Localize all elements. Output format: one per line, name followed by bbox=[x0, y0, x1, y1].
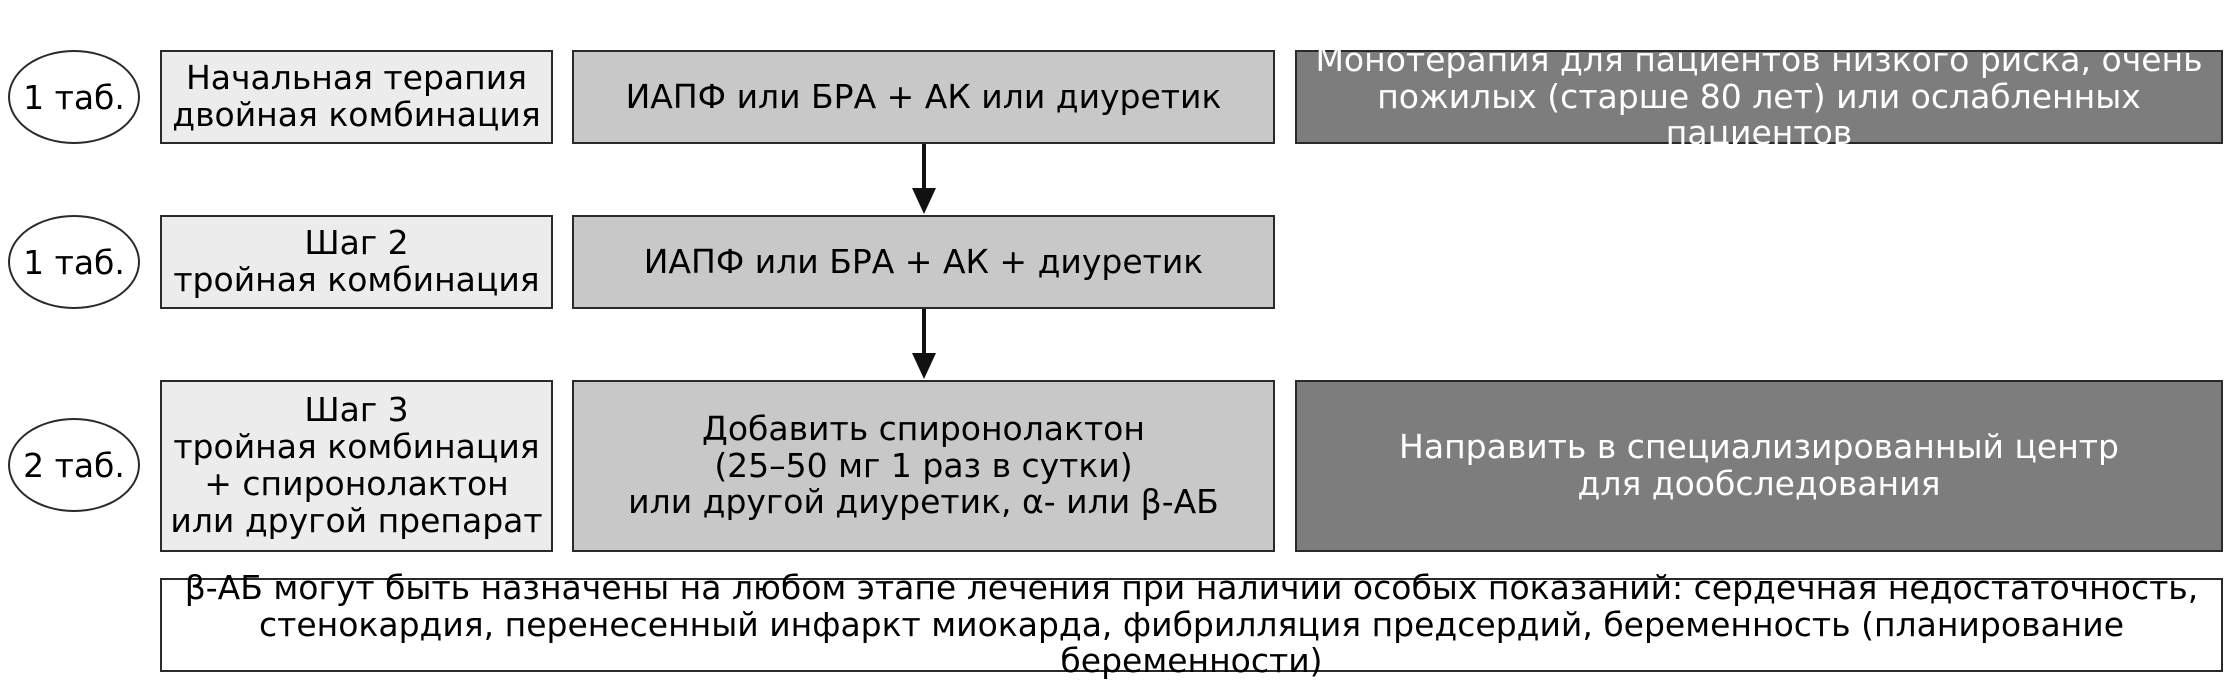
row1-tablets-label: 1 таб. bbox=[23, 77, 125, 117]
row2-stage-line: тройная комбинация bbox=[173, 260, 540, 299]
row3-note-line: для дообследования bbox=[1577, 464, 1941, 503]
row3-stage-line: Шаг 3 bbox=[304, 390, 409, 430]
row2-stage-box: Шаг 2 тройная комбинация bbox=[160, 215, 553, 309]
row3-note-box: Направить в специализированный центр для… bbox=[1295, 380, 2223, 552]
footer-note-box: β-АБ могут быть назначены на любом этапе… bbox=[160, 569, 2223, 679]
arrow-step2-to-step3 bbox=[912, 309, 936, 379]
row3-therapy-line: или другой диуретик, α- или β-АБ bbox=[628, 482, 1219, 522]
row3-therapy-line: Добавить спиронолактон bbox=[702, 408, 1145, 448]
row3-note-line: Направить в специализированный центр bbox=[1399, 427, 2119, 467]
row1-tablets-oval: 1 таб. bbox=[8, 50, 140, 144]
row2-tablets-oval: 1 таб. bbox=[8, 215, 140, 309]
footer-note-line: β-АБ могут быть назначены на любом этапе… bbox=[184, 567, 2199, 607]
row3-stage-box: Шаг 3 тройная комбинация + спиронолактон… bbox=[160, 380, 553, 552]
row3-stage-line: тройная комбинация bbox=[173, 427, 540, 467]
row3-tablets-label: 2 таб. bbox=[23, 445, 125, 485]
row1-note-line: пожилых (старше 80 лет) или ослабленных … bbox=[1377, 76, 2141, 153]
row1-therapy-box: ИАПФ или БРА + АК или диуретик bbox=[572, 50, 1275, 144]
row2-tablets-label: 1 таб. bbox=[23, 242, 125, 282]
row1-stage-box: Начальная терапия двойная комбинация bbox=[160, 50, 553, 144]
row1-stage-line: двойная комбинация bbox=[172, 95, 541, 134]
row1-stage-line: Начальная терапия bbox=[185, 58, 527, 98]
row3-tablets-oval: 2 таб. bbox=[8, 418, 140, 512]
row2-therapy-box: ИАПФ или БРА + АК + диуретик bbox=[572, 215, 1275, 309]
row3-therapy-line: (25–50 мг 1 раз в сутки) bbox=[714, 445, 1133, 485]
row1-therapy-line: ИАПФ или БРА + АК или диуретик bbox=[625, 76, 1222, 116]
row3-stage-line: или другой препарат bbox=[170, 500, 543, 540]
row3-stage-line: + спиронолактон bbox=[204, 464, 509, 503]
arrow-step1-to-step2 bbox=[912, 144, 936, 214]
row1-note-line: Монотерапия для пациентов низкого риска,… bbox=[1315, 39, 2203, 79]
row2-therapy-line: ИАПФ или БРА + АК + диуретик bbox=[643, 241, 1204, 281]
footer-note-line: стенокардия, перенесенный инфаркт миокар… bbox=[258, 604, 2124, 681]
row3-therapy-box: Добавить спиронолактон (25–50 мг 1 раз в… bbox=[572, 380, 1275, 552]
row2-stage-line: Шаг 2 bbox=[304, 223, 409, 263]
row1-note-box: Монотерапия для пациентов низкого риска,… bbox=[1295, 41, 2223, 151]
